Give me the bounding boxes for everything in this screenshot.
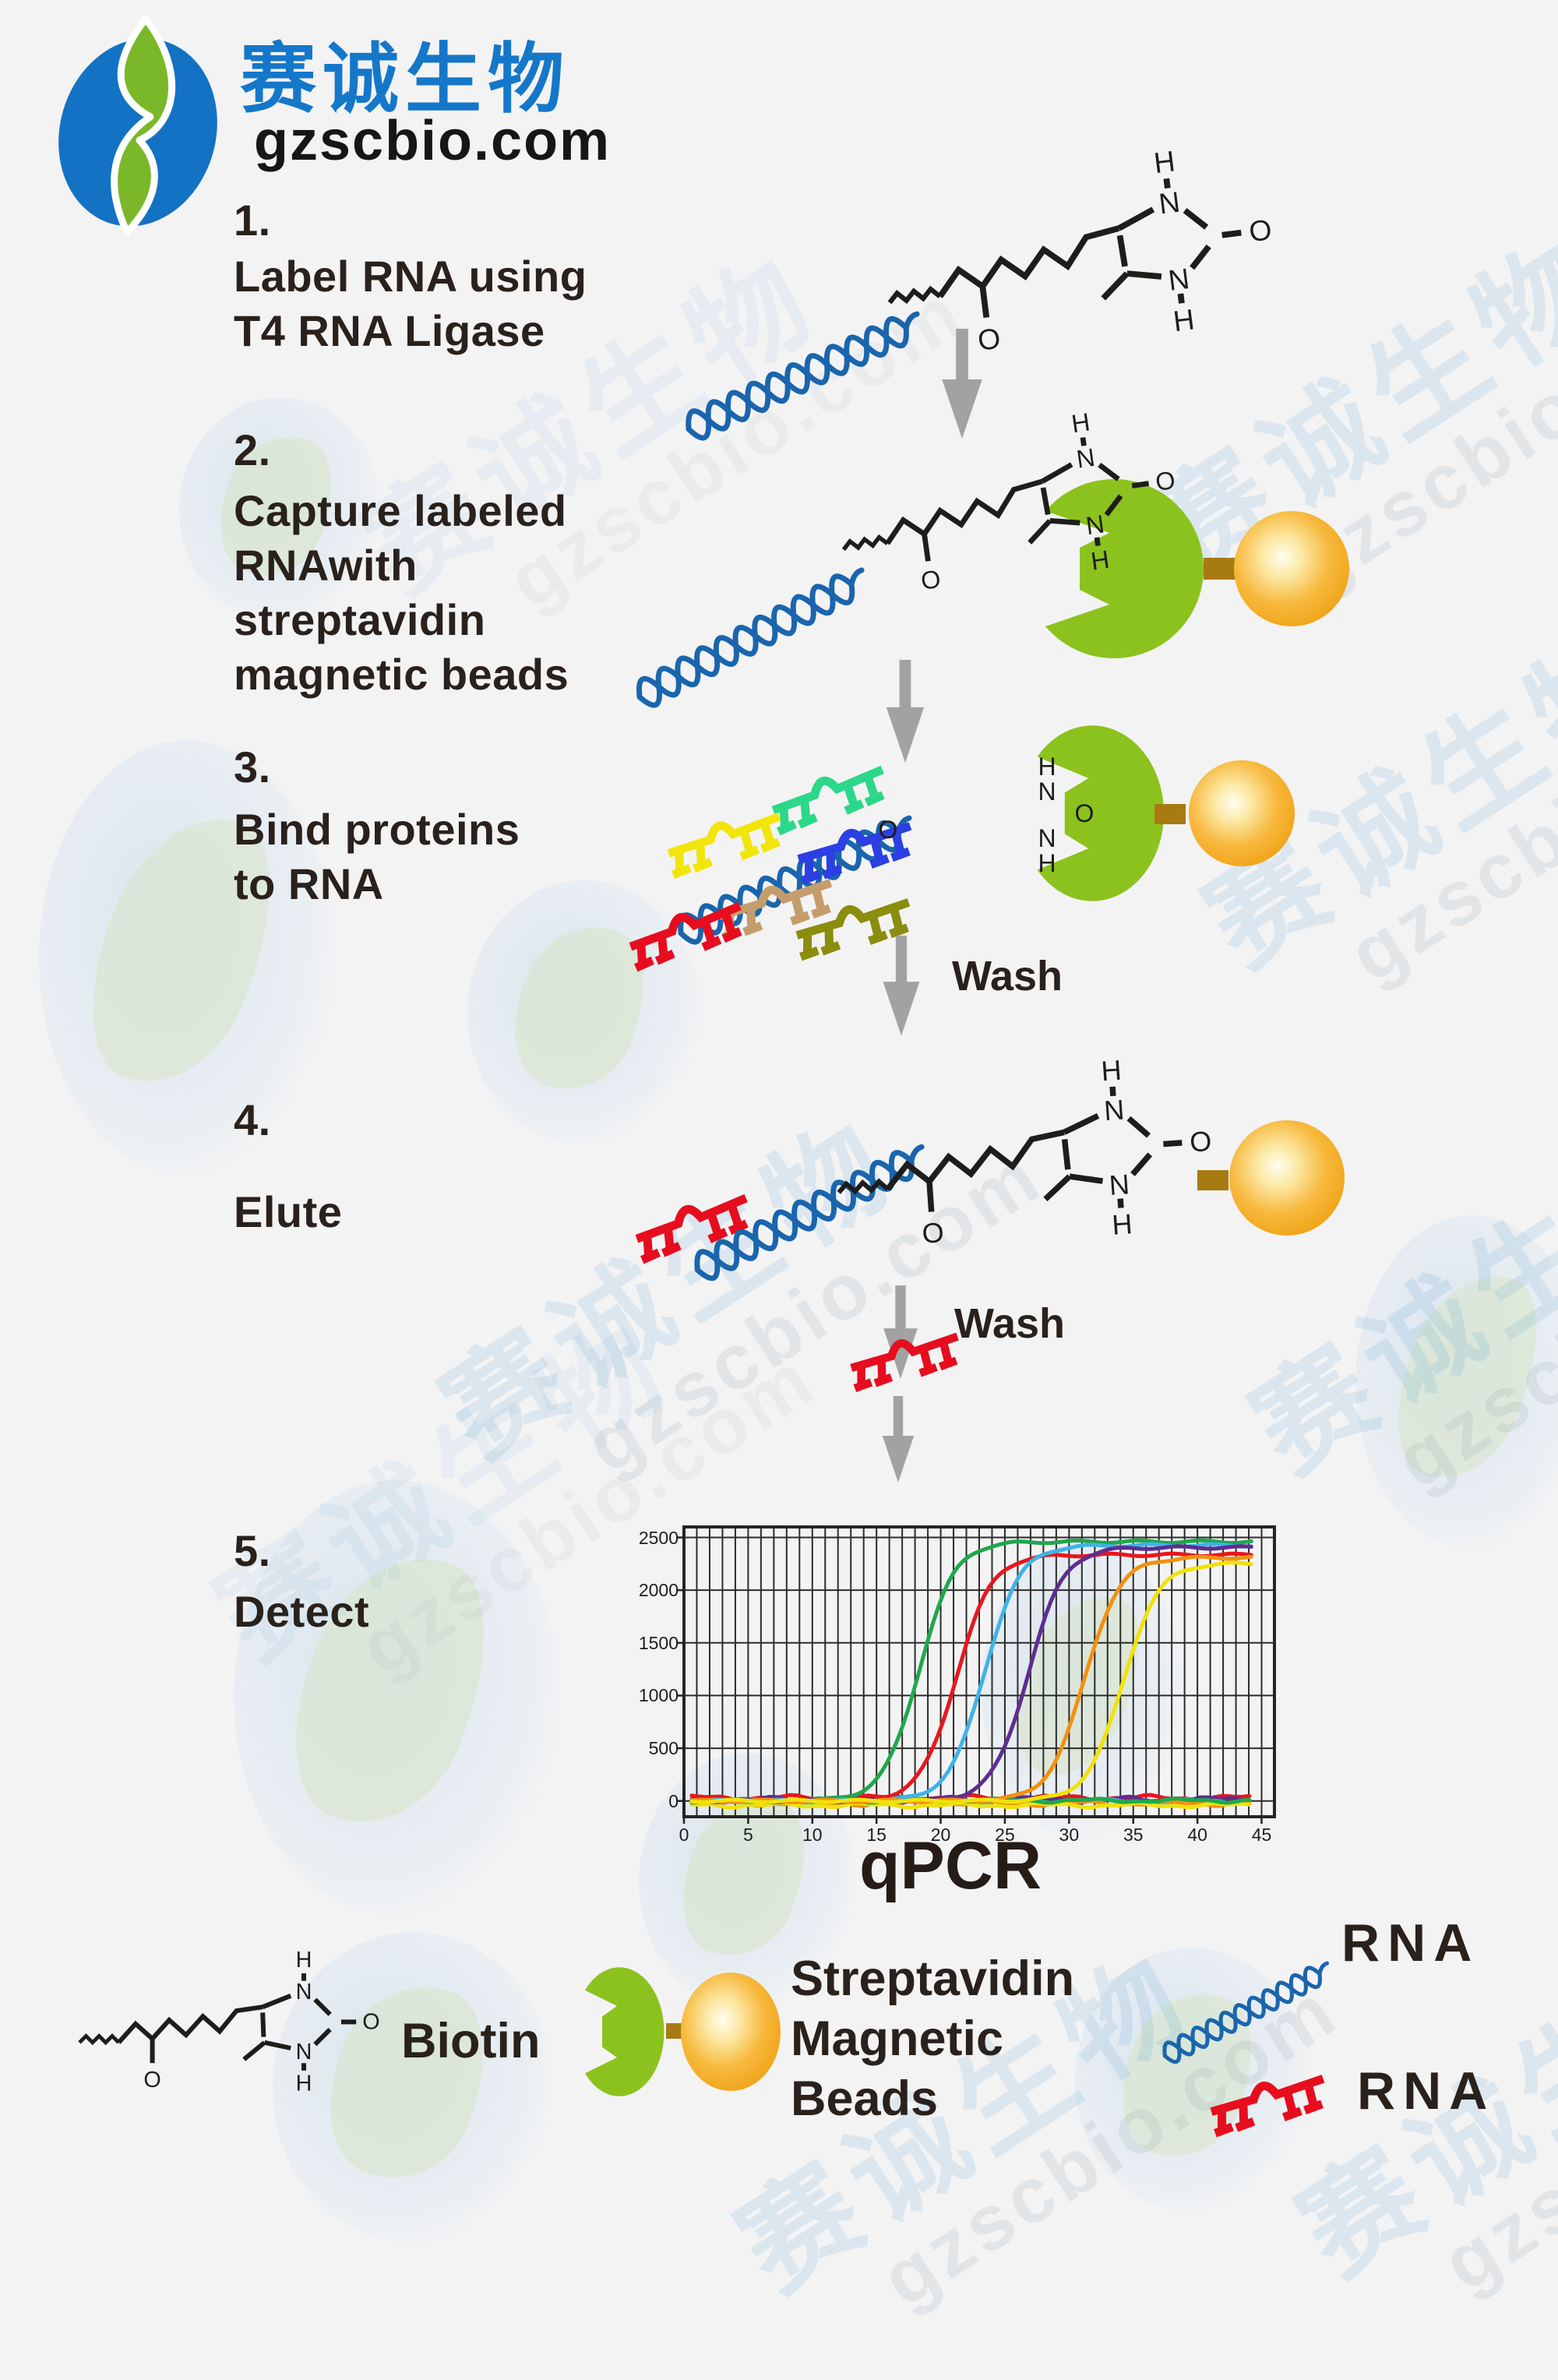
legend-rna-red — [1196, 2057, 1344, 2135]
step2-text: streptavidin — [234, 595, 486, 644]
eluted-rna-graphic — [834, 1309, 982, 1387]
atom-O: O — [1075, 799, 1094, 827]
step3-text: to RNA — [234, 859, 384, 908]
x-tick-label: 15 — [866, 1825, 887, 1845]
legend-bead-graphic — [585, 1967, 781, 2096]
atom-N: N — [1038, 777, 1056, 806]
qpcr-title: qPCR — [858, 1828, 1042, 1903]
step5-number: 5. — [234, 1526, 271, 1575]
legend-rna-helix — [1137, 1932, 1355, 2064]
y-tick-label: 2500 — [638, 1527, 679, 1548]
step4-number: 4. — [234, 1095, 271, 1144]
wash1-arrow — [883, 936, 920, 1036]
x-tick-label: 10 — [802, 1825, 823, 1845]
down-arrow-icon — [883, 936, 920, 1036]
step1-number: 1. — [234, 196, 271, 245]
legend-beads-line: Beads — [791, 2071, 939, 2126]
streptavidin — [585, 1967, 664, 2096]
step2-number: 2. — [234, 425, 271, 474]
rna-helix — [1160, 1959, 1334, 2065]
x-tick-label: 35 — [1123, 1825, 1144, 1845]
atom-H: H — [1038, 849, 1056, 877]
magnetic-bead — [681, 1973, 781, 2091]
legend-beads-label: Streptavidin Magnetic Beads — [791, 1949, 1074, 2129]
down-arrow-icon — [886, 660, 925, 763]
biotin-structure — [79, 1948, 380, 2096]
amplification-yellow — [689, 1560, 1253, 1804]
bead-linker — [1204, 558, 1238, 580]
step3-proteins-graphic: O — [608, 767, 935, 970]
legend-rna-red-label: RNA — [1357, 2061, 1496, 2121]
step2-text: RNAwith — [234, 541, 418, 590]
step1-text: Label RNA using — [234, 252, 587, 301]
watermark-text: gzscbio.com — [1427, 1949, 1558, 2308]
wash2-label: Wash — [954, 1300, 1066, 1347]
atom-N: N — [1038, 824, 1056, 852]
step1-text: T4 RNA Ligase — [234, 306, 545, 355]
watermark-text: gzscbio.com — [1380, 1147, 1558, 1506]
biotin-structure — [875, 134, 1283, 372]
down-arrow-icon — [882, 1396, 915, 1483]
y-tick-label: 1000 — [638, 1685, 679, 1706]
detect-arrow — [882, 1396, 915, 1483]
step3-bead-graphic: H N O N H — [1037, 725, 1295, 901]
protein-comb-green — [770, 768, 890, 831]
protein-comb-red — [1209, 2078, 1329, 2134]
legend-beads-line: Magnetic — [791, 2012, 1004, 2066]
x-tick-label: 45 — [1251, 1825, 1272, 1845]
logo-ghost — [234, 1480, 561, 1916]
y-tick-label: 2000 — [638, 1580, 679, 1601]
magnetic-bead — [1234, 511, 1349, 626]
y-tick-label: 1500 — [638, 1632, 679, 1653]
amplification-orange — [689, 1554, 1253, 1804]
step4-text: Elute — [234, 1187, 343, 1236]
step5-text: Detect — [234, 1587, 370, 1636]
page: { "logo": { "brand_cn": "赛诚生物", "domain"… — [0, 0, 1558, 2210]
step4-graphic — [608, 1044, 1345, 1348]
legend-biotin-label: Biotin — [401, 2014, 541, 2068]
streptavidin — [1037, 725, 1165, 901]
atom-H: H — [1038, 753, 1056, 781]
brand-name: 赛诚生物 — [240, 36, 571, 122]
step2-graphic — [600, 421, 1349, 763]
y-tick-label: 500 — [648, 1738, 679, 1759]
magnetic-bead — [1229, 1120, 1345, 1236]
company-logo-icon — [58, 15, 217, 236]
protein-comb-red — [849, 1335, 963, 1388]
rna-helix — [633, 564, 872, 710]
x-tick-label: 0 — [679, 1825, 689, 1845]
protein-comb-yellow — [665, 816, 786, 875]
step3-number: 3. — [234, 742, 271, 792]
legend-rna-blue-label: RNA — [1341, 1913, 1480, 1973]
x-tick-label: 20 — [930, 1825, 951, 1845]
magnetic-bead — [1188, 760, 1295, 867]
brand-domain: gzscbio.com — [254, 110, 612, 172]
biotin-structure — [830, 1048, 1218, 1260]
bead-linker — [1197, 1170, 1228, 1190]
legend-beads-line: Streptavidin — [791, 1952, 1075, 2006]
x-tick-label: 40 — [1187, 1825, 1207, 1845]
step2-text: Capture labeled — [234, 486, 567, 535]
step3-text: Bind proteins — [234, 805, 520, 854]
x-tick-label: 5 — [742, 1825, 753, 1845]
y-tick-label: 0 — [668, 1790, 679, 1811]
logo-ghost — [1355, 1215, 1558, 1550]
streptavidin — [1045, 479, 1204, 658]
bead-linker — [1154, 804, 1186, 824]
wash1-label: Wash — [952, 953, 1063, 1000]
amplification-purple — [689, 1544, 1253, 1804]
atom-O: O — [879, 816, 898, 844]
step2-text: magnetic beads — [234, 650, 569, 699]
logo-bolt — [111, 15, 176, 236]
qpcr-plot — [677, 1525, 1276, 1824]
rna-helix — [691, 1141, 932, 1283]
